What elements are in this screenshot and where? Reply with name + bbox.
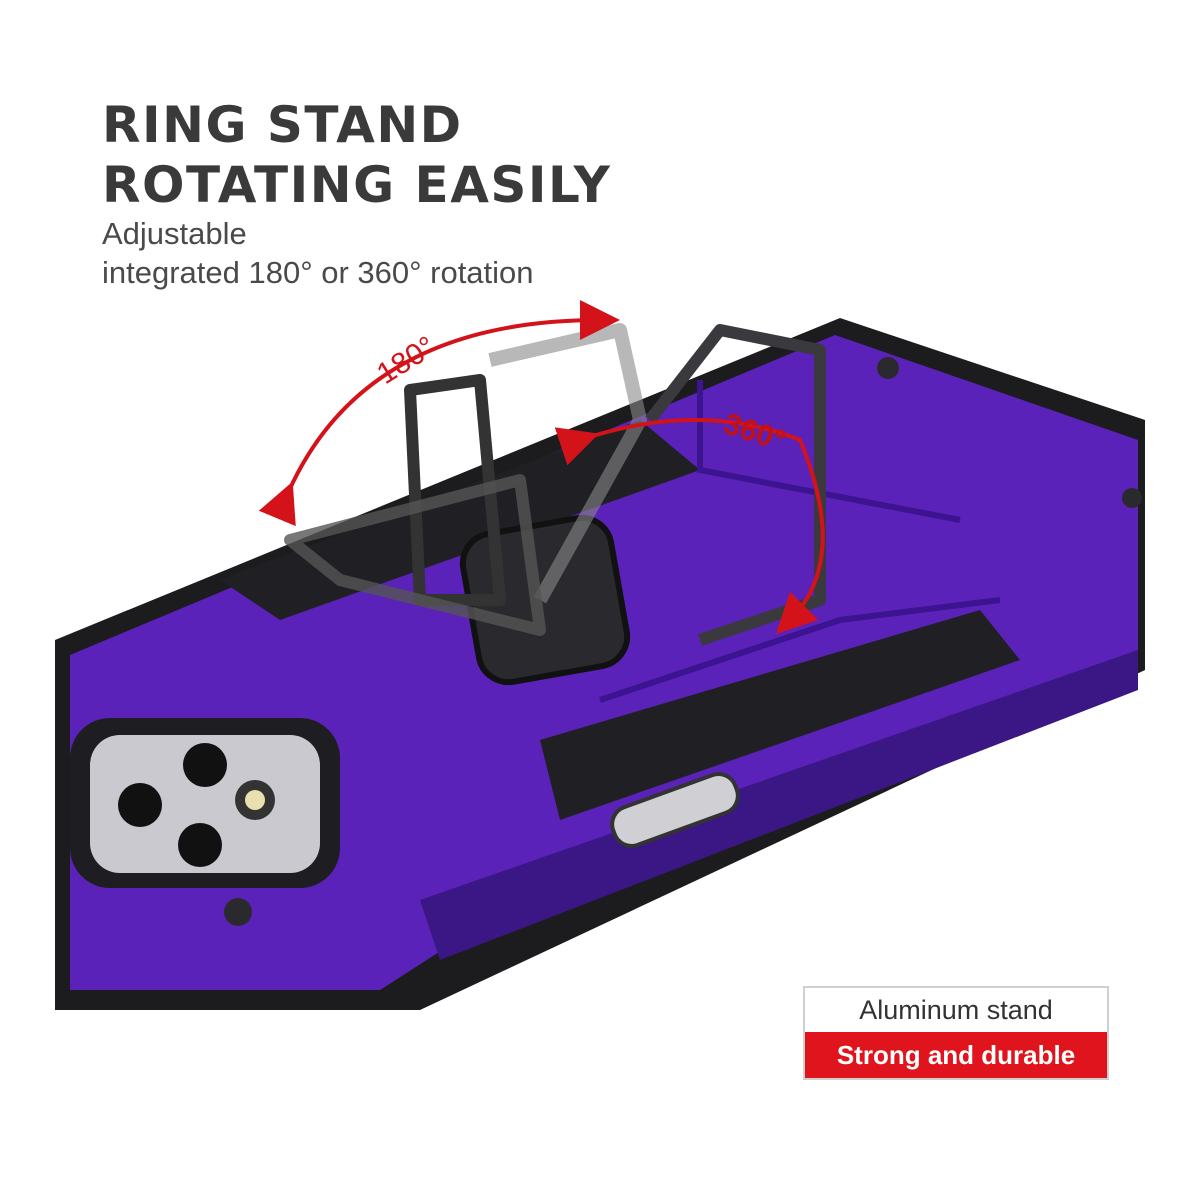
camera-lens — [118, 783, 162, 827]
camera-lens — [183, 743, 227, 787]
subtitle-line2: integrated 180° or 360° rotation — [102, 255, 534, 290]
grip-panel-bottom — [540, 610, 1020, 820]
feature-badge: Aluminum stand Strong and durable — [803, 986, 1109, 1080]
side-button — [610, 772, 740, 848]
headline-line1: RING STAND — [102, 96, 463, 154]
subtitle-line1: Adjustable — [102, 216, 247, 251]
headline-line2: ROTATING EASILY — [102, 156, 612, 214]
badge-bottom-text: Strong and durable — [805, 1032, 1107, 1078]
rotation-arrow-180 — [258, 300, 620, 527]
badge-top-text: Aluminum stand — [805, 988, 1107, 1032]
rotation-arrow-360 — [554, 418, 825, 635]
camera-lens — [178, 823, 222, 867]
